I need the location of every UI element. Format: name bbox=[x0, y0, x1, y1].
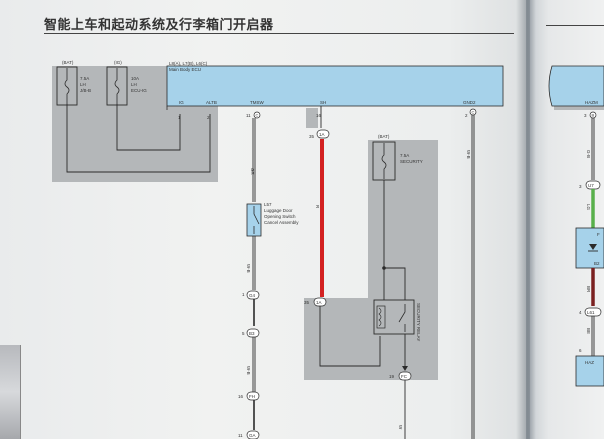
right-wire-color-br: BR bbox=[586, 286, 591, 293]
wire-bat-to-altb bbox=[66, 104, 211, 173]
pin-ig-label: IG bbox=[179, 100, 184, 105]
c3-num: 16 bbox=[238, 394, 244, 399]
c-l61-num: 4 bbox=[579, 310, 582, 315]
bat-tag: (BAT) bbox=[62, 60, 74, 65]
haz-num: 6 bbox=[579, 348, 582, 353]
pin-gnd2-num: 2 bbox=[465, 113, 468, 118]
wire-color-wb-gnd: W-B bbox=[466, 150, 471, 159]
sh-conn-num: 35 bbox=[309, 134, 315, 139]
right-page-rule bbox=[546, 25, 604, 26]
c4-num: 11 bbox=[238, 433, 243, 438]
right-wire-color-gb: G-B bbox=[586, 150, 591, 158]
pin-gnd2-label: GND2 bbox=[463, 100, 476, 105]
c-l61-id: L61 bbox=[587, 310, 595, 315]
wire-color-r: R bbox=[315, 205, 320, 209]
c2-id: B3 bbox=[249, 331, 255, 336]
pin-altb-label: ALTB bbox=[206, 100, 217, 105]
ig-tag: (IG) bbox=[114, 60, 122, 65]
hazm-num: 3 bbox=[584, 113, 587, 118]
c1-id: G4 bbox=[249, 293, 256, 298]
security-fuse-tag: (BAT) bbox=[378, 134, 390, 139]
c4-id: GA bbox=[249, 433, 256, 438]
main-body-ecu-box bbox=[166, 65, 504, 107]
security-relay bbox=[373, 299, 415, 335]
wire-color-w: W bbox=[398, 425, 403, 430]
wire-color-gr: GR bbox=[250, 168, 255, 176]
relay-in-id: 1A bbox=[316, 300, 322, 305]
switch-line3: Cancel Assembly bbox=[264, 220, 299, 225]
hazm-connector bbox=[589, 111, 597, 119]
fuse-ig-name: LH bbox=[131, 82, 137, 87]
wire-color-wb-1: W-B bbox=[246, 264, 251, 273]
c-u7-num: 3 bbox=[579, 184, 582, 189]
fuse-symbol-bat bbox=[64, 68, 70, 104]
connector-c4 bbox=[246, 430, 260, 439]
switch-code: L57 bbox=[264, 202, 272, 207]
c-u7-id: U7 bbox=[588, 183, 594, 188]
security-fuse-shade bbox=[368, 140, 438, 300]
book-binding bbox=[0, 345, 21, 439]
page-title: 智能上车和起动系统及行李箱门开启器 bbox=[44, 18, 274, 33]
wire-relay-coil-return bbox=[319, 306, 381, 367]
wire-ig-to-ig bbox=[116, 104, 181, 151]
sh-shade-zone bbox=[306, 108, 318, 128]
luggage-door-switch bbox=[246, 203, 262, 237]
hazm-conn-letter: B bbox=[592, 113, 595, 118]
fuse-bat-rating: 7.5A bbox=[80, 76, 89, 81]
fuse-security-rating: 7.5A bbox=[400, 153, 409, 158]
c1-num: 1 bbox=[242, 292, 245, 297]
relay-out-id: FC bbox=[401, 374, 408, 379]
right-wire-color-lg: LG bbox=[586, 204, 591, 211]
connector-c1 bbox=[246, 290, 260, 300]
pin-ig-num: 1 bbox=[178, 115, 181, 120]
right-haz-box bbox=[575, 355, 604, 387]
relay-contact bbox=[398, 304, 406, 332]
book-gutter bbox=[516, 0, 536, 439]
fuse-ig-box: ECU-IG bbox=[131, 88, 147, 93]
hazm-label: HAZM bbox=[585, 100, 598, 105]
fuse-security-name: SECURITY bbox=[400, 159, 423, 164]
tmsw-connector bbox=[253, 111, 261, 119]
fuse-bat-name: LH bbox=[80, 82, 86, 87]
fuse-symbol-security bbox=[381, 143, 387, 179]
connector-c3 bbox=[246, 391, 260, 401]
right-ecu-box bbox=[548, 65, 604, 107]
c2-num: 5 bbox=[242, 331, 245, 336]
title-rule bbox=[44, 33, 514, 34]
sh-conn-id: 1A bbox=[319, 132, 325, 137]
ecu-name: Main Body ECU bbox=[169, 67, 201, 72]
pin-tmsw-num: 11 bbox=[246, 113, 251, 118]
sh-connector bbox=[316, 129, 330, 139]
relay-coil bbox=[376, 305, 386, 329]
switch-line1: Luggage Door bbox=[264, 208, 293, 213]
gnd2-conn-letter: C bbox=[472, 110, 475, 115]
fuse-ig-rating: 10A bbox=[131, 76, 139, 81]
fuse-symbol-ig bbox=[114, 68, 120, 104]
c3-id: FH bbox=[249, 394, 255, 399]
pin-tmsw-label: TMSW bbox=[250, 100, 264, 105]
right-block-id: B2 bbox=[594, 261, 600, 266]
ecu-header: L8(A), L7(B), L6(C) bbox=[169, 61, 208, 66]
tmsw-conn-letter: C bbox=[256, 113, 259, 118]
pin-altb-num: 2 bbox=[207, 115, 210, 120]
right-wire-color-be: BE bbox=[586, 328, 591, 334]
wire-color-wb-2: W-B bbox=[246, 366, 251, 375]
right-block bbox=[575, 227, 604, 269]
connector-l61 bbox=[584, 307, 602, 317]
pin-sh-label: SH bbox=[320, 100, 326, 105]
switch-line2: Opening Switch bbox=[264, 214, 296, 219]
haz-label: HAZ bbox=[585, 360, 594, 365]
switch-symbol bbox=[253, 206, 260, 234]
gnd2-connector bbox=[469, 108, 477, 116]
pin-sh-num: 16 bbox=[316, 113, 322, 118]
relay-in-num: 35 bbox=[304, 300, 310, 305]
right-block-label: F bbox=[597, 232, 600, 237]
relay-out-num: 19 bbox=[389, 374, 395, 379]
relay-name: SECURITY RELAY bbox=[416, 303, 421, 341]
diode-symbol bbox=[589, 244, 597, 250]
fuse-bat-box: J/B-B bbox=[80, 88, 91, 93]
